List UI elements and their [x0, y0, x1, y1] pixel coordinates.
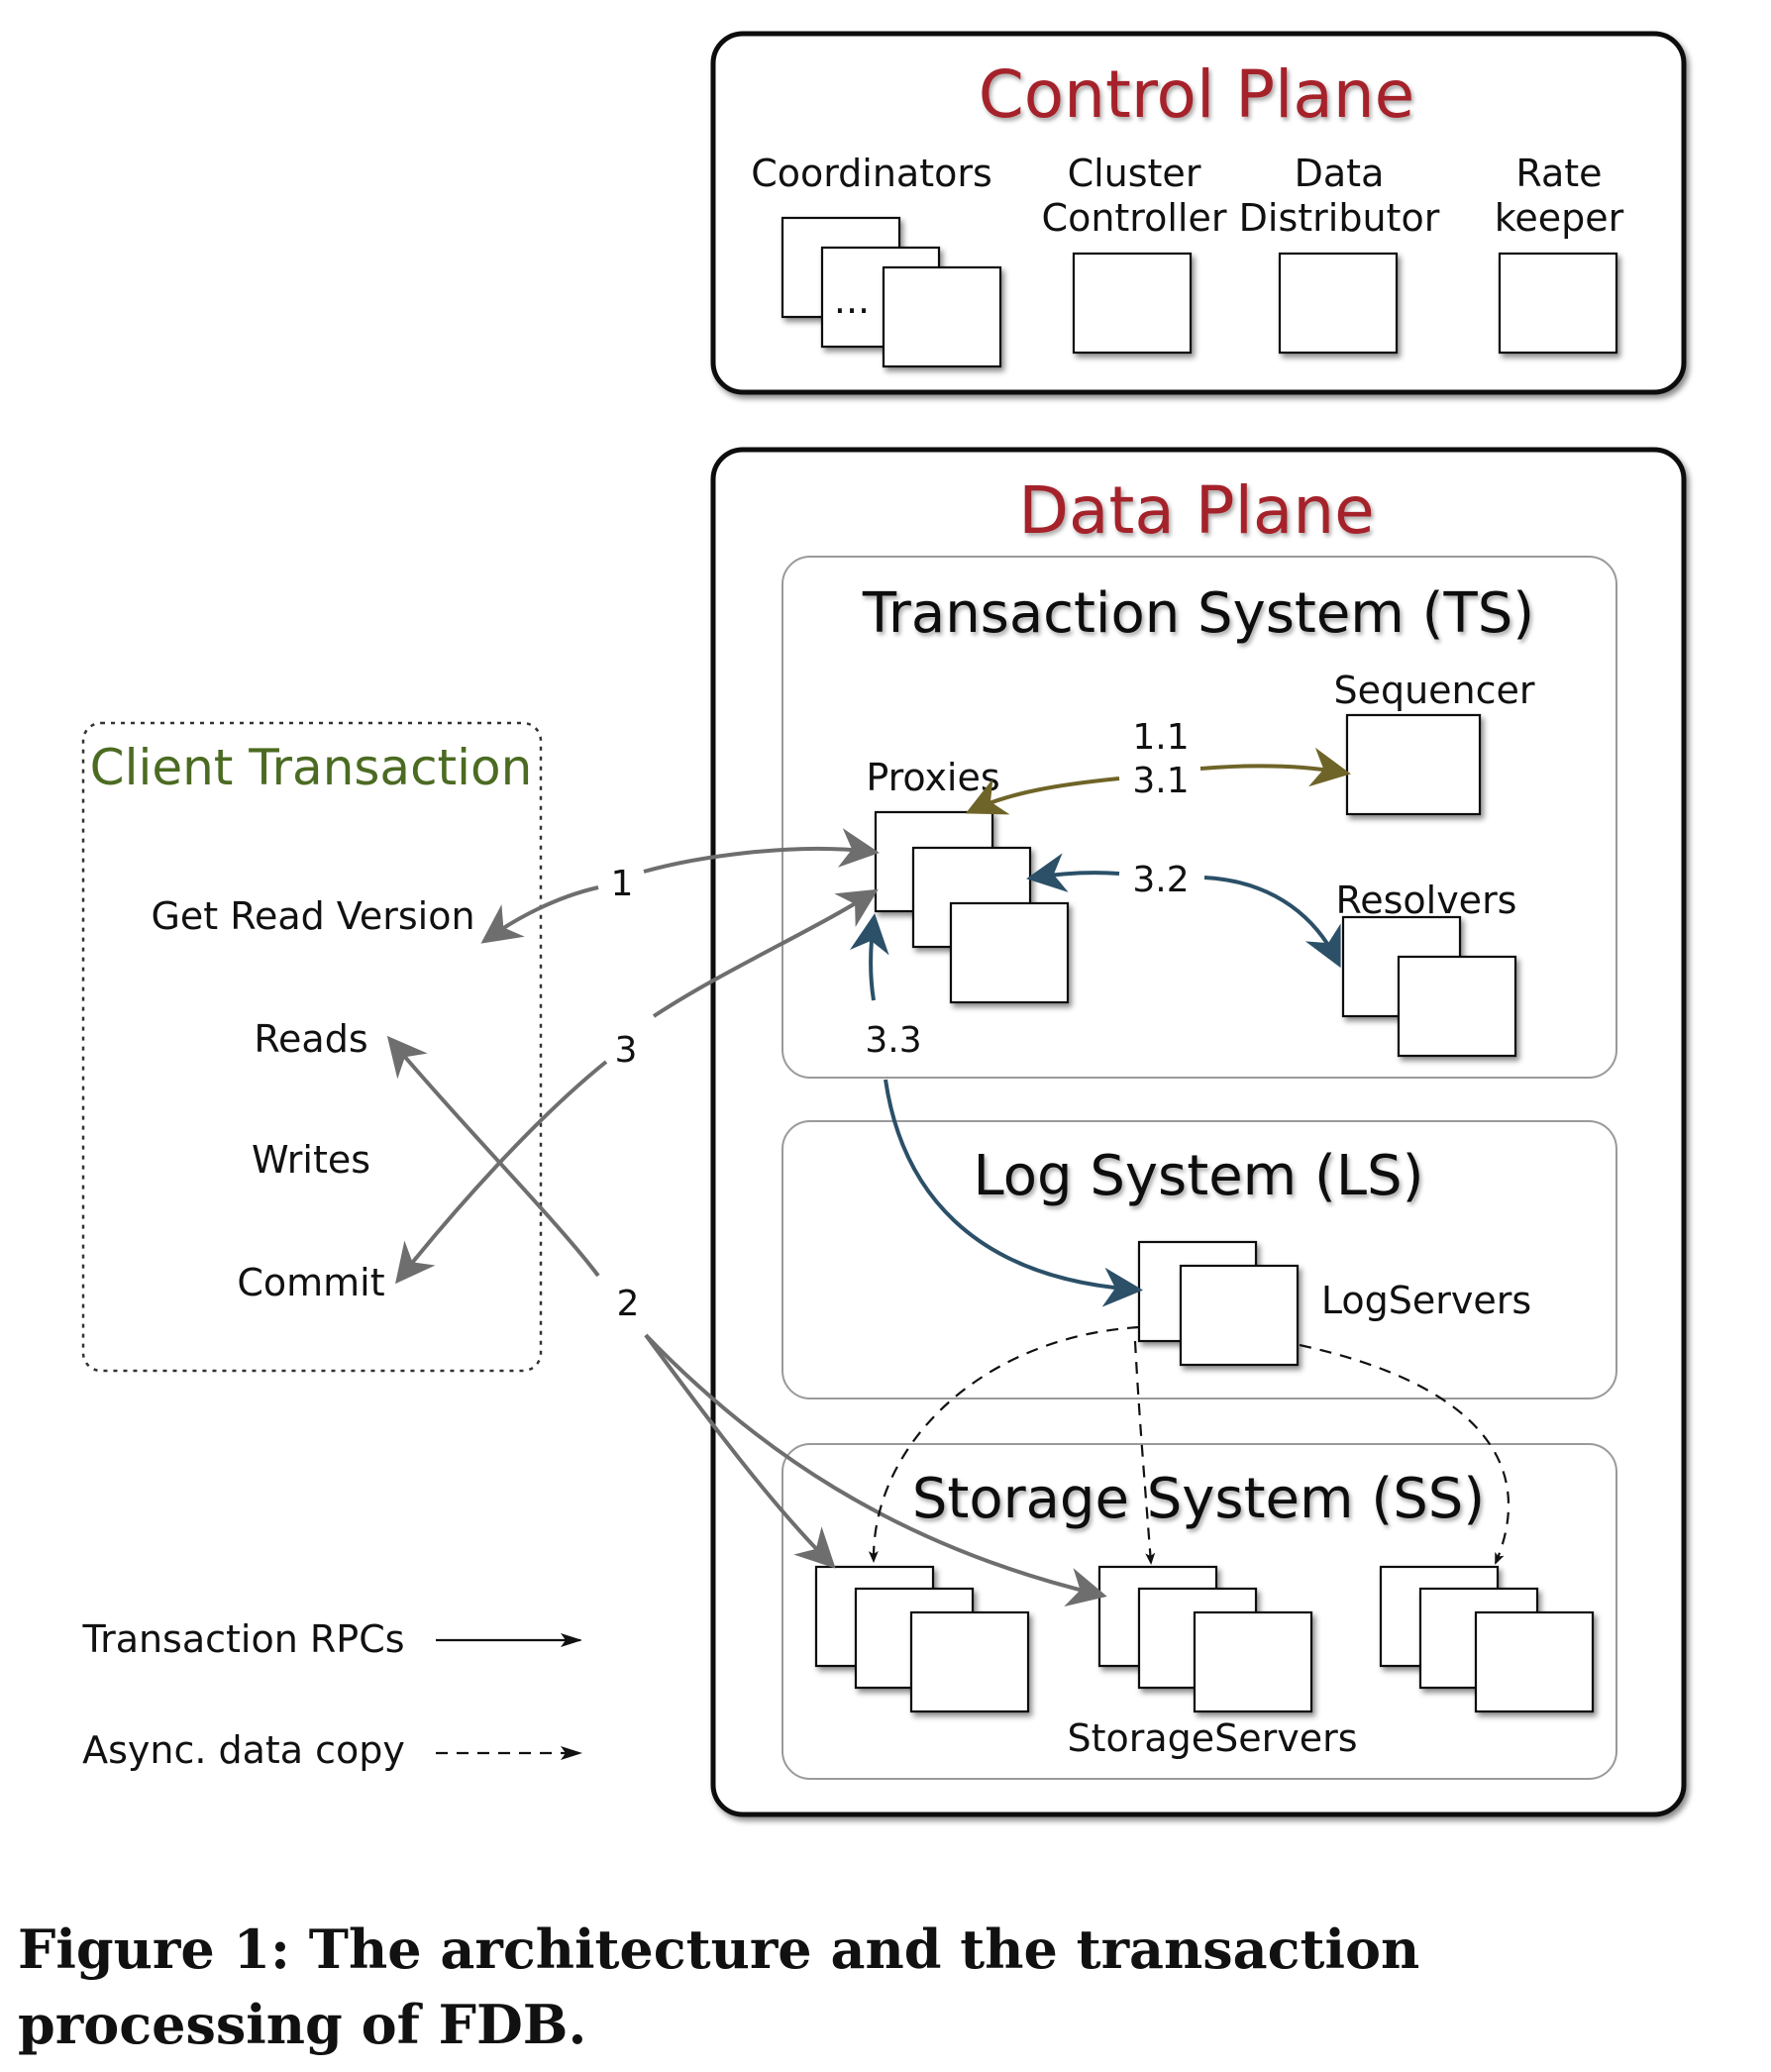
commit-label: Commit [237, 1261, 384, 1304]
reads-label: Reads [254, 1017, 367, 1061]
storageservers-stack-left [814, 1565, 1030, 1713]
async-copy-arrow-middle [1133, 1340, 1156, 1565]
resolver-box [1397, 955, 1517, 1058]
data-distributor-label-line1: Data [1295, 152, 1385, 195]
client-transaction-frame [81, 721, 543, 1373]
legend: Transaction RPCs Async. data copy [81, 1617, 582, 1772]
data-plane-title: Data Plane [1018, 472, 1375, 549]
edge-label-3-3: 3.3 [865, 1020, 921, 1061]
data-distributor-box [1278, 252, 1399, 355]
storage-system-title: Storage System (SS) [912, 1467, 1485, 1531]
logservers-arrow-to-proxies [849, 913, 889, 1001]
storageservers-label: StorageServers [1067, 1716, 1357, 1760]
log-system: Log System (LS) LogServers [781, 1120, 1617, 1399]
commit-rpc-arrow [652, 888, 879, 1018]
legend-async-copy-label: Async. data copy [82, 1728, 405, 1772]
control-plane: Control Plane Coordinators ... Cluster C… [710, 31, 1687, 395]
storageserver-box [1193, 1610, 1313, 1713]
arrows [386, 747, 1511, 1607]
edge-labels: 1 3 2 1.1 3.1 3.2 3.3 [611, 717, 1190, 1324]
logservers-arrow-to-logservers [884, 1079, 1143, 1307]
storageservers-stack-right [1379, 1565, 1595, 1713]
storageserver-box [1474, 1610, 1595, 1713]
cluster-controller-label-line1: Cluster [1068, 152, 1201, 195]
proxies-label: Proxies [866, 756, 999, 799]
sequencer-arrow-to-sequencer [1199, 747, 1351, 787]
cluster-controller-label-line2: Controller [1042, 196, 1227, 240]
data-distributor-label-line2: Distributor [1239, 196, 1440, 240]
edge-label-3: 3 [615, 1030, 638, 1071]
ratekeeper-box [1498, 252, 1618, 355]
legend-transaction-rpcs-label: Transaction RPCs [81, 1617, 404, 1661]
resolvers-arrow-to-resolvers [1203, 876, 1341, 969]
coordinators-label: Coordinators [751, 152, 992, 195]
resolvers-arrow-to-proxies [1026, 853, 1120, 892]
async-copy-arrow-left [868, 1325, 1140, 1563]
client-transaction: Client Transaction Get Read Version Read… [81, 721, 543, 1373]
edge-label-2: 2 [617, 1284, 640, 1324]
resolvers-stack [1341, 915, 1517, 1058]
reads-rpc-arrow-return [386, 1035, 600, 1278]
reads-rpc-arrow-middle [644, 1333, 1107, 1607]
control-plane-title: Control Plane [979, 56, 1415, 133]
sequencer-arrow-to-proxies [965, 777, 1120, 815]
commit-rpc-arrow-return [395, 1060, 608, 1285]
proxy-box [949, 901, 1070, 1004]
grv-rpc-arrow [643, 828, 880, 874]
get-read-version-label: Get Read Version [151, 894, 474, 938]
transaction-system-title: Transaction System (TS) [862, 581, 1534, 646]
client-transaction-title: Client Transaction [90, 739, 533, 796]
ratekeeper-label-line1: Rate [1515, 152, 1602, 195]
logserver-box [1179, 1264, 1300, 1367]
edge-label-3-2: 3.2 [1132, 860, 1189, 900]
edge-label-3-1: 3.1 [1132, 761, 1189, 801]
storage-system: Storage System (SS) StorageServers [781, 1443, 1617, 1780]
transaction-system: Transaction System (TS) Sequencer Proxie… [781, 556, 1617, 1079]
sequencer-label: Sequencer [1333, 669, 1534, 712]
coordinators-stack: ... [781, 216, 1002, 368]
grv-rpc-arrow-return [480, 885, 599, 944]
data-plane: Data Plane Transaction System (TS) Seque… [710, 447, 1687, 1817]
logservers-stack [1137, 1240, 1300, 1367]
cluster-controller-box [1072, 252, 1193, 355]
proxies-stack [874, 810, 1070, 1004]
logservers-label: LogServers [1321, 1279, 1531, 1322]
reads-rpc-arrow-left [644, 1333, 836, 1569]
ratekeeper-label-line2: keeper [1495, 196, 1624, 240]
edge-label-1: 1 [611, 864, 634, 904]
storageserver-box [909, 1610, 1030, 1713]
coordinators-ellipsis: ... [834, 278, 870, 322]
edge-label-1-1: 1.1 [1132, 717, 1189, 758]
figure-caption: Figure 1: The architecture and the trans… [18, 1917, 1420, 2056]
log-system-title: Log System (LS) [974, 1144, 1424, 1208]
resolvers-label: Resolvers [1336, 879, 1517, 922]
coordinator-box [882, 265, 1002, 368]
writes-label: Writes [252, 1138, 370, 1182]
storageservers-stack-middle [1097, 1565, 1313, 1713]
sequencer-box [1345, 713, 1482, 816]
async-copy-arrow-right [1299, 1343, 1511, 1565]
